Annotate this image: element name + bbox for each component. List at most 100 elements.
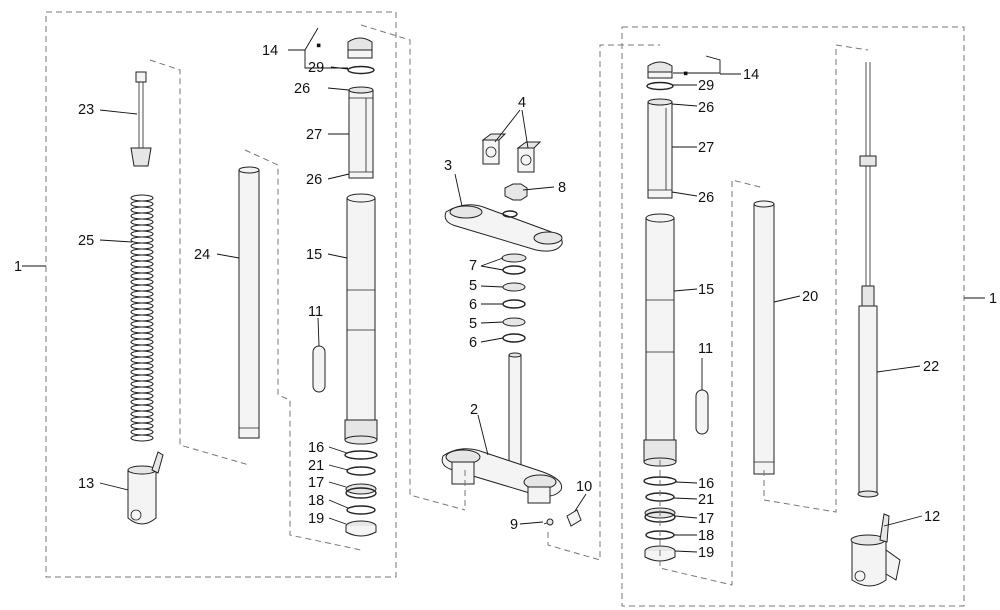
spring-coil [130,356,154,364]
axle-foot-right [850,513,901,587]
callout-25: 25 [78,233,94,249]
damper-assembly-right [857,62,879,498]
callout-6b: 6 [469,335,477,351]
cable-guide-10 [566,509,582,527]
callout-12: 12 [924,509,940,525]
callout-13: 13 [78,476,94,492]
spring-coil [130,284,154,292]
callout-26a-left: 26 [294,81,310,97]
spring-coil [130,314,154,322]
spring-coil [130,326,154,334]
washer-21 [346,466,376,476]
callout-26a-right: 26 [698,100,714,116]
spring-coil [130,398,154,406]
spring-coil [130,272,154,280]
callout-26b-right: 26 [698,190,714,206]
spring-coil [130,254,154,262]
callout-1-left: 1 [14,259,22,275]
o-ring-29-right [646,81,674,91]
callout-17-left: 17 [308,475,324,491]
callout-5b: 5 [469,316,477,332]
guide-left-a [149,59,250,466]
guide-left-b [244,149,362,551]
spring-coil [130,338,154,346]
callout-16-right: 16 [698,476,714,492]
callout-23: 23 [78,102,94,118]
callout-4: 4 [518,95,526,111]
spring-coil [130,230,154,238]
damper-rod [130,71,152,167]
callout-6a: 6 [469,297,477,313]
callout-16-left: 16 [308,440,324,456]
spring-coil [130,380,154,388]
slot-cover-right [695,389,709,435]
spring-coil [130,296,154,304]
handlebar-clamp-left [481,133,507,165]
spring-coil [130,248,154,256]
leader-lines [22,27,985,553]
left-fork-group-outline [45,11,397,578]
o-ring-29 [347,65,375,75]
callout-1-right: 1 [989,291,997,307]
guide-right-b [763,44,869,513]
callout-9: 9 [510,517,518,533]
oil-seal-17 [345,483,377,499]
callout-15-right: 15 [698,282,714,298]
spring-coil [130,416,154,424]
callout-3: 3 [444,158,452,174]
callout-20: 20 [802,289,818,305]
guide-left-c [360,24,466,511]
callout-24: 24 [194,247,210,263]
upper-triple-clamp [444,204,563,252]
callout-21-right: 21 [698,492,714,508]
axle-foot-left [127,451,164,525]
callout-2: 2 [470,402,478,418]
bearing-7 [501,253,527,275]
bolt-9 [543,518,554,526]
spring-coil [130,344,154,352]
spring-coil [130,308,154,316]
callout-29-left: 29 [308,60,324,76]
spring-coil [130,236,154,244]
outer-tube [344,193,378,445]
circlip-16 [344,450,378,460]
spring-coil [130,278,154,286]
spring-coil [130,212,154,220]
callout-19-right: 19 [698,545,714,561]
spring-coil [130,392,154,400]
spring-coil [130,242,154,250]
dust-seal-19 [345,520,377,537]
callout-27-left: 27 [306,127,322,143]
seal-6-lower [502,333,526,343]
spring-coil [130,302,154,310]
spring-coil [130,320,154,328]
callout-17-right: 17 [698,511,714,527]
spring-coil [130,422,154,430]
bearing-5-lower [502,317,526,327]
callout-14-left: 14 [262,43,278,59]
spring-coil [130,410,154,418]
spring-coil [130,428,154,436]
spring-coil [130,200,154,208]
callout-15-left: 15 [306,247,322,263]
callout-7: 7 [469,258,477,274]
spacer-tube-right [647,98,673,199]
spring-coil [130,374,154,382]
cartridge-right [753,200,775,475]
callout-26b-left: 26 [306,172,322,188]
spring-coil [130,350,154,358]
callout-14-right: 14 [743,67,759,83]
callout-8: 8 [558,180,566,196]
damper-cartridge [238,166,260,439]
callout-10: 10 [576,479,592,495]
callout-22: 22 [923,359,939,375]
spring-coil [130,290,154,298]
callout-21-left: 21 [308,458,324,474]
spring-coil [130,434,154,442]
callout-18-right: 18 [698,528,714,544]
slot-cover [312,345,326,393]
handlebar-clamp-right [516,141,542,173]
callout-19-left: 19 [308,511,324,527]
guide-center-b [547,44,660,561]
